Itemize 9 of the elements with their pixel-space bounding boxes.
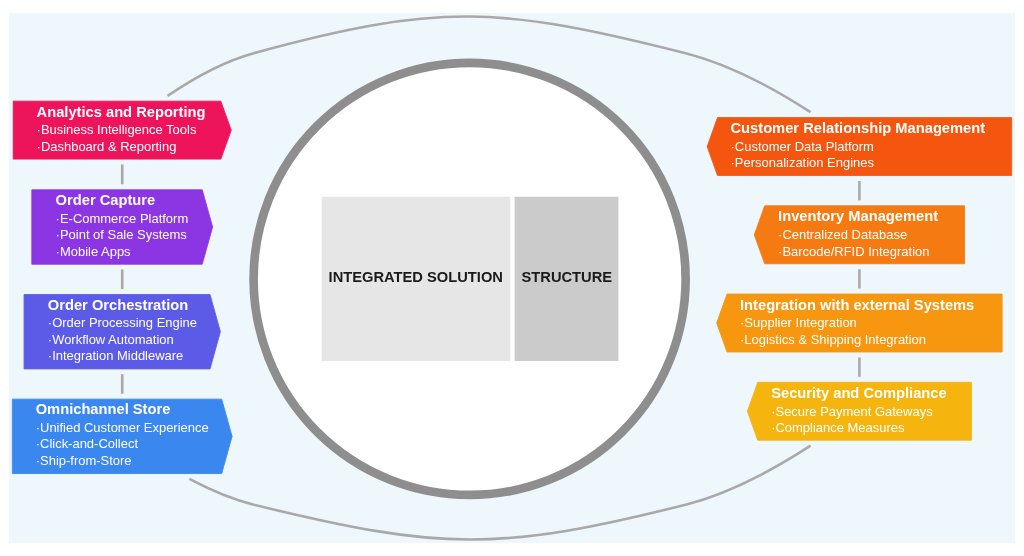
node-circle: INTEGRATED SOLUTION STRUCTURE bbox=[249, 58, 690, 500]
connector bbox=[858, 269, 861, 289]
connector bbox=[858, 181, 861, 201]
connector bbox=[858, 357, 861, 377]
connector bbox=[166, 15, 812, 114]
connector bbox=[120, 374, 124, 394]
connector bbox=[120, 164, 124, 185]
connector bbox=[120, 269, 124, 290]
connector bbox=[188, 444, 812, 541]
